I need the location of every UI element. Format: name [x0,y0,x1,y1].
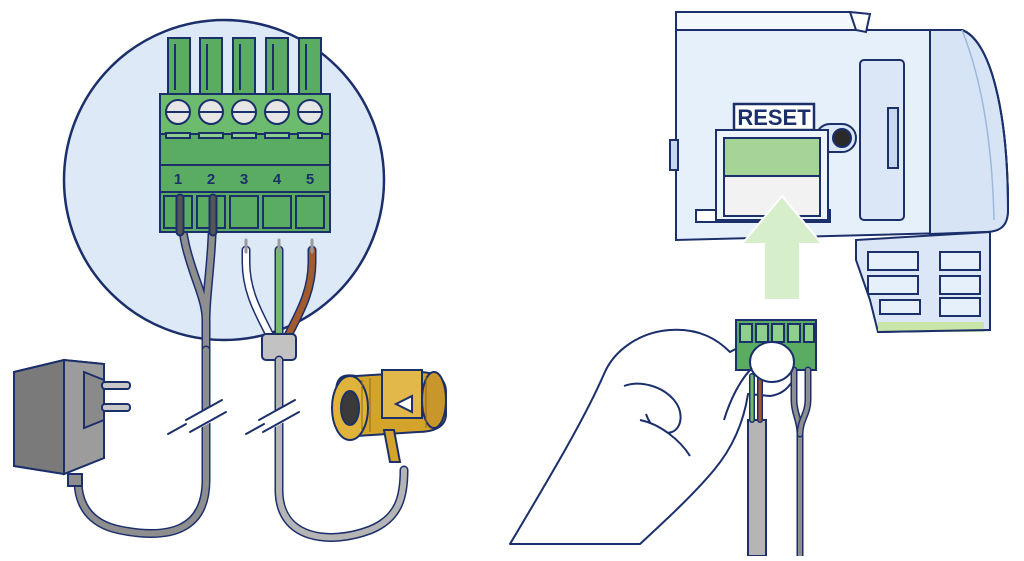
terminal-label-4: 4 [273,171,282,188]
cable-break-marks [167,399,300,435]
reset-label: RESET [737,105,811,130]
handheld-cables [747,366,812,560]
hand [509,328,798,545]
power-wire-ends [175,193,218,237]
sensor-cable-long [274,355,409,542]
terminal-label-2: 2 [207,171,215,188]
terminal-label-5: 5 [306,171,314,188]
sensor-wires [241,238,317,343]
terminal-number-labels: 1 2 3 4 5 [174,171,314,188]
insert-arrow [739,194,825,301]
reset-label-box: RESET [732,102,816,132]
terminal-tabs [167,37,322,97]
terminal-screws [165,99,323,125]
controller-device [669,10,1010,334]
terminal-block [159,37,331,233]
power-adapter [13,358,131,487]
terminal-slots [165,132,323,139]
flow-sensor [331,369,447,463]
terminal-label-1: 1 [174,171,182,188]
power-cable-long [73,345,211,538]
thumb [723,341,795,421]
terminal-openings [163,195,325,229]
terminal-label-3: 3 [240,171,248,188]
